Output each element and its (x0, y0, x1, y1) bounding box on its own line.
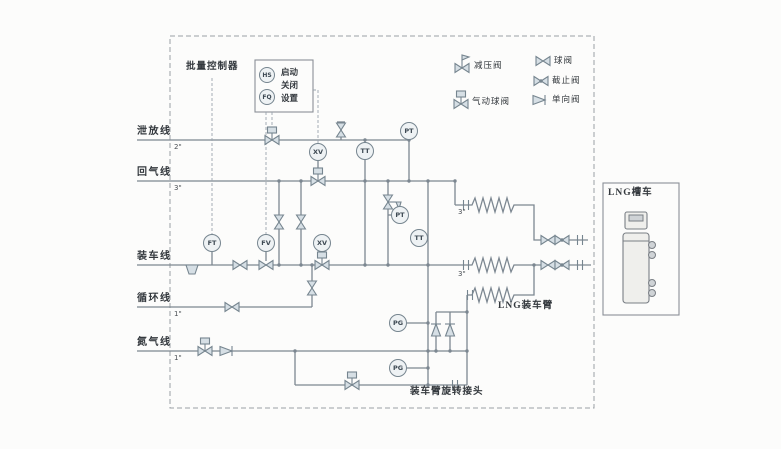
instrument-pg-1: PG (389, 314, 407, 332)
check-valve-icon (532, 94, 546, 106)
pipe-size-vent: 2" (174, 143, 182, 151)
ball-valve-icon (232, 259, 248, 271)
system-boundary (169, 35, 595, 409)
instrument-xv-1: XV (309, 143, 327, 161)
truck-label: LNG槽车 (608, 188, 653, 198)
globe-valve-icon (554, 234, 570, 246)
ball-valve-icon (224, 301, 240, 313)
pipe-size-gas-return: 3" (174, 184, 182, 192)
pneumatic-valve-icon (197, 337, 213, 357)
pipe-size-circulation: 1" (174, 310, 182, 318)
controller-start-label: 启动 (281, 67, 299, 77)
truck-icon (622, 211, 656, 304)
signal-lines (211, 78, 319, 234)
instrument-tt-2: TT (410, 229, 428, 247)
check-valve-icon (219, 345, 233, 357)
pipe-label-nitrogen: 氮气线 (137, 337, 172, 348)
instrument-hs: HS (259, 67, 275, 83)
pneumatic-valve-icon (344, 371, 360, 391)
pipe-size-arm-mid: 3" (458, 270, 466, 278)
globe-valve-icon (533, 75, 549, 87)
controller-close-label: 关闭 (281, 80, 299, 90)
instrument-ft: FT (203, 234, 221, 252)
relief-valve-icon (335, 122, 347, 138)
legend-check-valve: 单向阀 (552, 94, 581, 104)
check-valve-icon (444, 323, 456, 337)
controller-set-label: 设置 (281, 93, 299, 103)
instrument-fq: FQ (259, 89, 275, 105)
ball-valve-icon (273, 214, 285, 230)
instrument-pt-1: PT (400, 122, 418, 140)
pipe-size-arm-top: 3" (458, 208, 466, 216)
instrument-fv: FV (257, 234, 275, 252)
truck-boundary (602, 182, 680, 316)
pipe-label-loading: 装车线 (137, 251, 172, 262)
instrument-pt-2: PT (391, 206, 409, 224)
valves (185, 122, 584, 391)
ball-valve-icon (535, 55, 551, 67)
pneumatic-valve-icon (264, 126, 280, 146)
instrument-pg-2: PG (389, 359, 407, 377)
legend-reducing-valve: 减压阀 (474, 60, 503, 70)
ball-valve-icon (540, 234, 556, 246)
legend-ball-valve: 球阀 (554, 55, 574, 65)
strainer-icon (185, 264, 199, 275)
check-valve-icon (430, 323, 442, 337)
instrument-xv-2: XV (313, 234, 331, 252)
loading-arm-label: LNG装车臂 (498, 301, 554, 311)
pneumatic-valve-icon (453, 90, 469, 110)
pneumatic-valve-icon (314, 251, 330, 271)
control-valve-icon (258, 259, 274, 271)
controller-box (254, 59, 314, 113)
pipe-label-gas-return: 回气线 (137, 167, 172, 178)
swivel-joint-label: 装车臂旋转接头 (410, 387, 484, 397)
instrument-tt-1: TT (356, 142, 374, 160)
loading-arm-top (455, 195, 588, 241)
ball-valve-icon (306, 280, 318, 296)
controller-title: 批量控制器 (186, 62, 239, 72)
loading-arm-mid (462, 255, 591, 275)
pipe-label-vent: 泄放线 (137, 126, 172, 137)
pipe-label-circulation: 循环线 (137, 293, 172, 304)
globe-valve-icon (554, 259, 570, 271)
pipe-size-nitrogen: 1" (174, 354, 182, 362)
ball-valve-icon (540, 259, 556, 271)
loading-arm-bot (467, 265, 535, 305)
pneumatic-valve-icon (310, 167, 326, 187)
legend-globe-valve: 截止阀 (552, 75, 581, 85)
reducing-valve-icon (454, 54, 470, 74)
ball-valve-icon (295, 214, 307, 230)
legend-pneumatic-ball-valve: 气动球阀 (472, 96, 511, 106)
